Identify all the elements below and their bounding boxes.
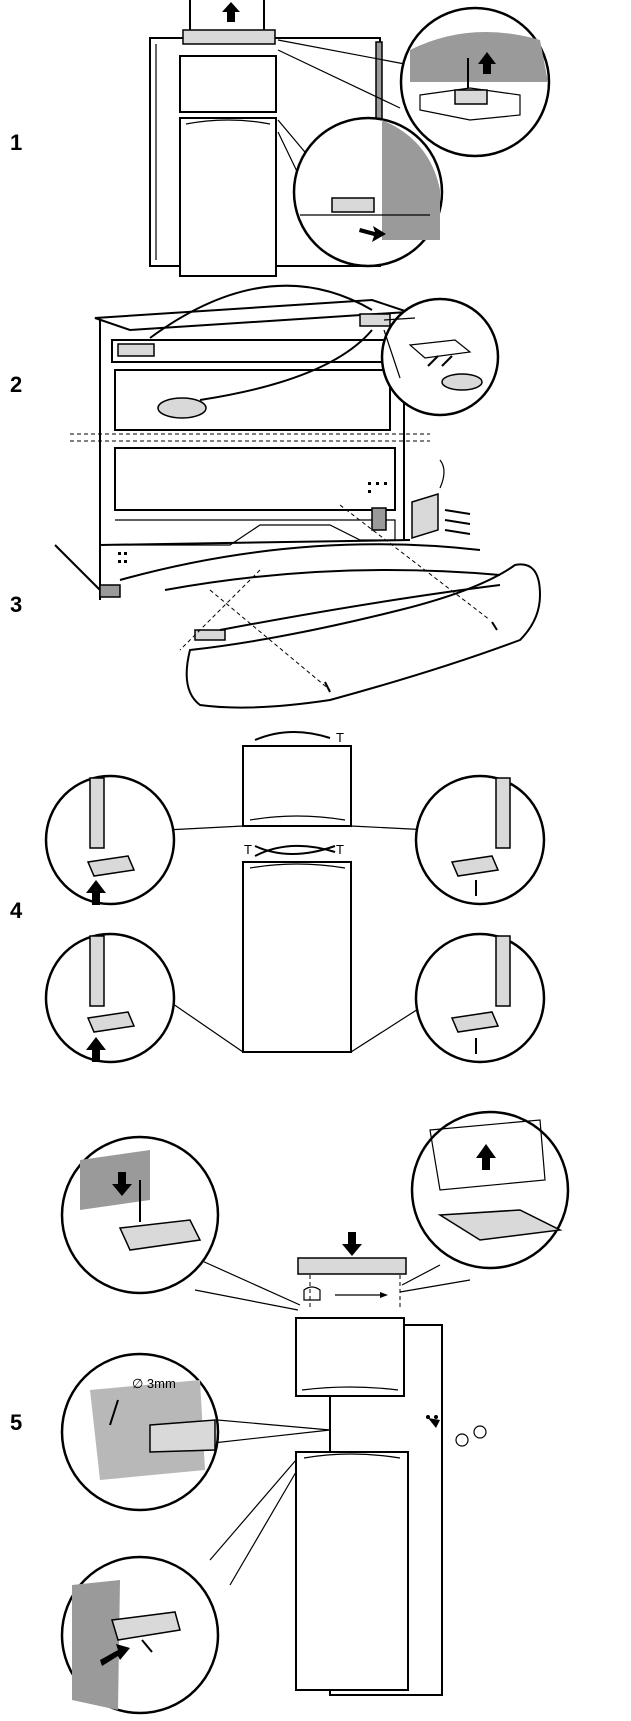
- magnifier-callout: [410, 1110, 570, 1270]
- lower-door: [242, 861, 352, 1053]
- plug-icon: [455, 1433, 469, 1447]
- screw-icon: [141, 1639, 153, 1653]
- magnifier-callout: [380, 297, 500, 417]
- step-4-illustration: T T T: [44, 730, 546, 1064]
- hinge-icon: [450, 1011, 500, 1033]
- arrow-up-icon: [478, 52, 496, 74]
- screw-icon: T: [244, 842, 252, 857]
- step-number-3: 3: [10, 592, 22, 617]
- hinge-icon: [118, 1219, 202, 1251]
- magnifier-callout: [414, 932, 546, 1064]
- upper-door: [242, 745, 352, 827]
- hinge-icon: [371, 507, 387, 531]
- hinge-icon: [111, 1611, 181, 1641]
- arrow-up-icon: [476, 1144, 496, 1170]
- upper-door: [295, 1317, 405, 1397]
- top-cover: [297, 1257, 407, 1275]
- arrow-right-icon: [359, 226, 386, 242]
- hinge-cover: [157, 397, 207, 419]
- step-1-illustration: [149, 0, 551, 277]
- magnifier-callout: [44, 774, 176, 906]
- arrow-up-icon: [86, 880, 106, 905]
- hinge-icon: [437, 1209, 563, 1241]
- lower-door: [179, 117, 277, 277]
- hinge-icon: [86, 1011, 136, 1033]
- screw-icon: [444, 509, 471, 515]
- screw-icon: [444, 529, 471, 535]
- screw-icon: [441, 355, 453, 367]
- kickplate-tab: [194, 629, 226, 641]
- step-5-illustration: ∅ 3mm: [60, 1110, 570, 1715]
- arrow-right-icon: [100, 1644, 130, 1666]
- vent-holes: [118, 482, 387, 563]
- screw-icon: [491, 621, 498, 631]
- screw-icon: [444, 519, 471, 525]
- step-2-illustration: [70, 284, 500, 600]
- drill-size-label: ∅ 3mm: [132, 1376, 176, 1391]
- step-number-1: 1: [10, 130, 22, 155]
- kickplate: [185, 563, 542, 709]
- plug-icon: [473, 1425, 487, 1439]
- hinge-plug: [117, 343, 155, 357]
- step-number-5: 5: [10, 1410, 22, 1435]
- top-cover: [182, 29, 276, 45]
- screw-icon: T: [336, 730, 344, 745]
- magnifier-callout: [44, 932, 176, 1064]
- step-number-2: 2: [10, 372, 22, 397]
- lower-door: [295, 1451, 409, 1691]
- arrow-up-icon: [222, 2, 240, 22]
- hinge-icon: [450, 855, 500, 877]
- bottom-hinge: [411, 492, 439, 540]
- step-3-illustration: [54, 447, 542, 709]
- step-number-4: 4: [10, 898, 23, 923]
- hinge-cover: [441, 373, 483, 391]
- screw-icon: T: [336, 842, 344, 857]
- drill-icon: [149, 1419, 216, 1453]
- arrow-left-icon: [428, 1418, 450, 1430]
- arrow-up-icon: [86, 1037, 106, 1062]
- screw-icon: [427, 355, 439, 367]
- screw-icon: [324, 681, 331, 693]
- arrow-down-icon: [112, 1172, 132, 1196]
- upper-door: [179, 55, 277, 113]
- hinge-icon: [454, 89, 488, 105]
- arrow-down-icon: [342, 1232, 362, 1256]
- hinge-icon: [331, 197, 375, 213]
- hinge-icon: [86, 855, 136, 877]
- magnifier-callout: [414, 774, 546, 906]
